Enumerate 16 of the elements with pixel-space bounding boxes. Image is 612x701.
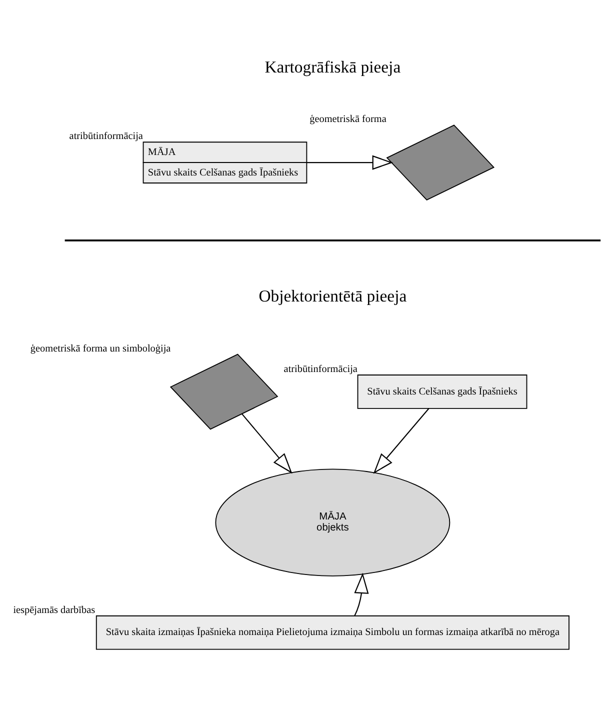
node-label: ģeometriskā forma xyxy=(310,114,386,126)
node-ellipse: MĀJA objekts xyxy=(215,468,450,576)
node-label: iespējamās darbības xyxy=(13,604,96,616)
node-label: ģeometriskā forma un simboloģija xyxy=(30,343,171,354)
node-label: atribūtinformācija xyxy=(284,364,358,376)
label: Objektorientētā pieeja xyxy=(258,286,407,306)
arrow xyxy=(354,572,369,616)
node-box: Stāvu skaits Celšanas gads Īpašnieks xyxy=(357,374,528,409)
arrow xyxy=(373,408,430,474)
node-picture xyxy=(170,354,278,430)
node-label: atribūtinformācija xyxy=(69,131,143,142)
node-box: Stāvu skaita izmaiņas Īpašnieka nomaiņa Pielietojuma izmaiņa Simbolu un formas izmaiņa atkarībā no mēroga xyxy=(96,615,570,650)
label: Kartogrāfiskā pieeja xyxy=(264,58,401,77)
arrow xyxy=(242,414,292,474)
node-picture xyxy=(386,124,495,201)
arrow xyxy=(307,155,394,170)
